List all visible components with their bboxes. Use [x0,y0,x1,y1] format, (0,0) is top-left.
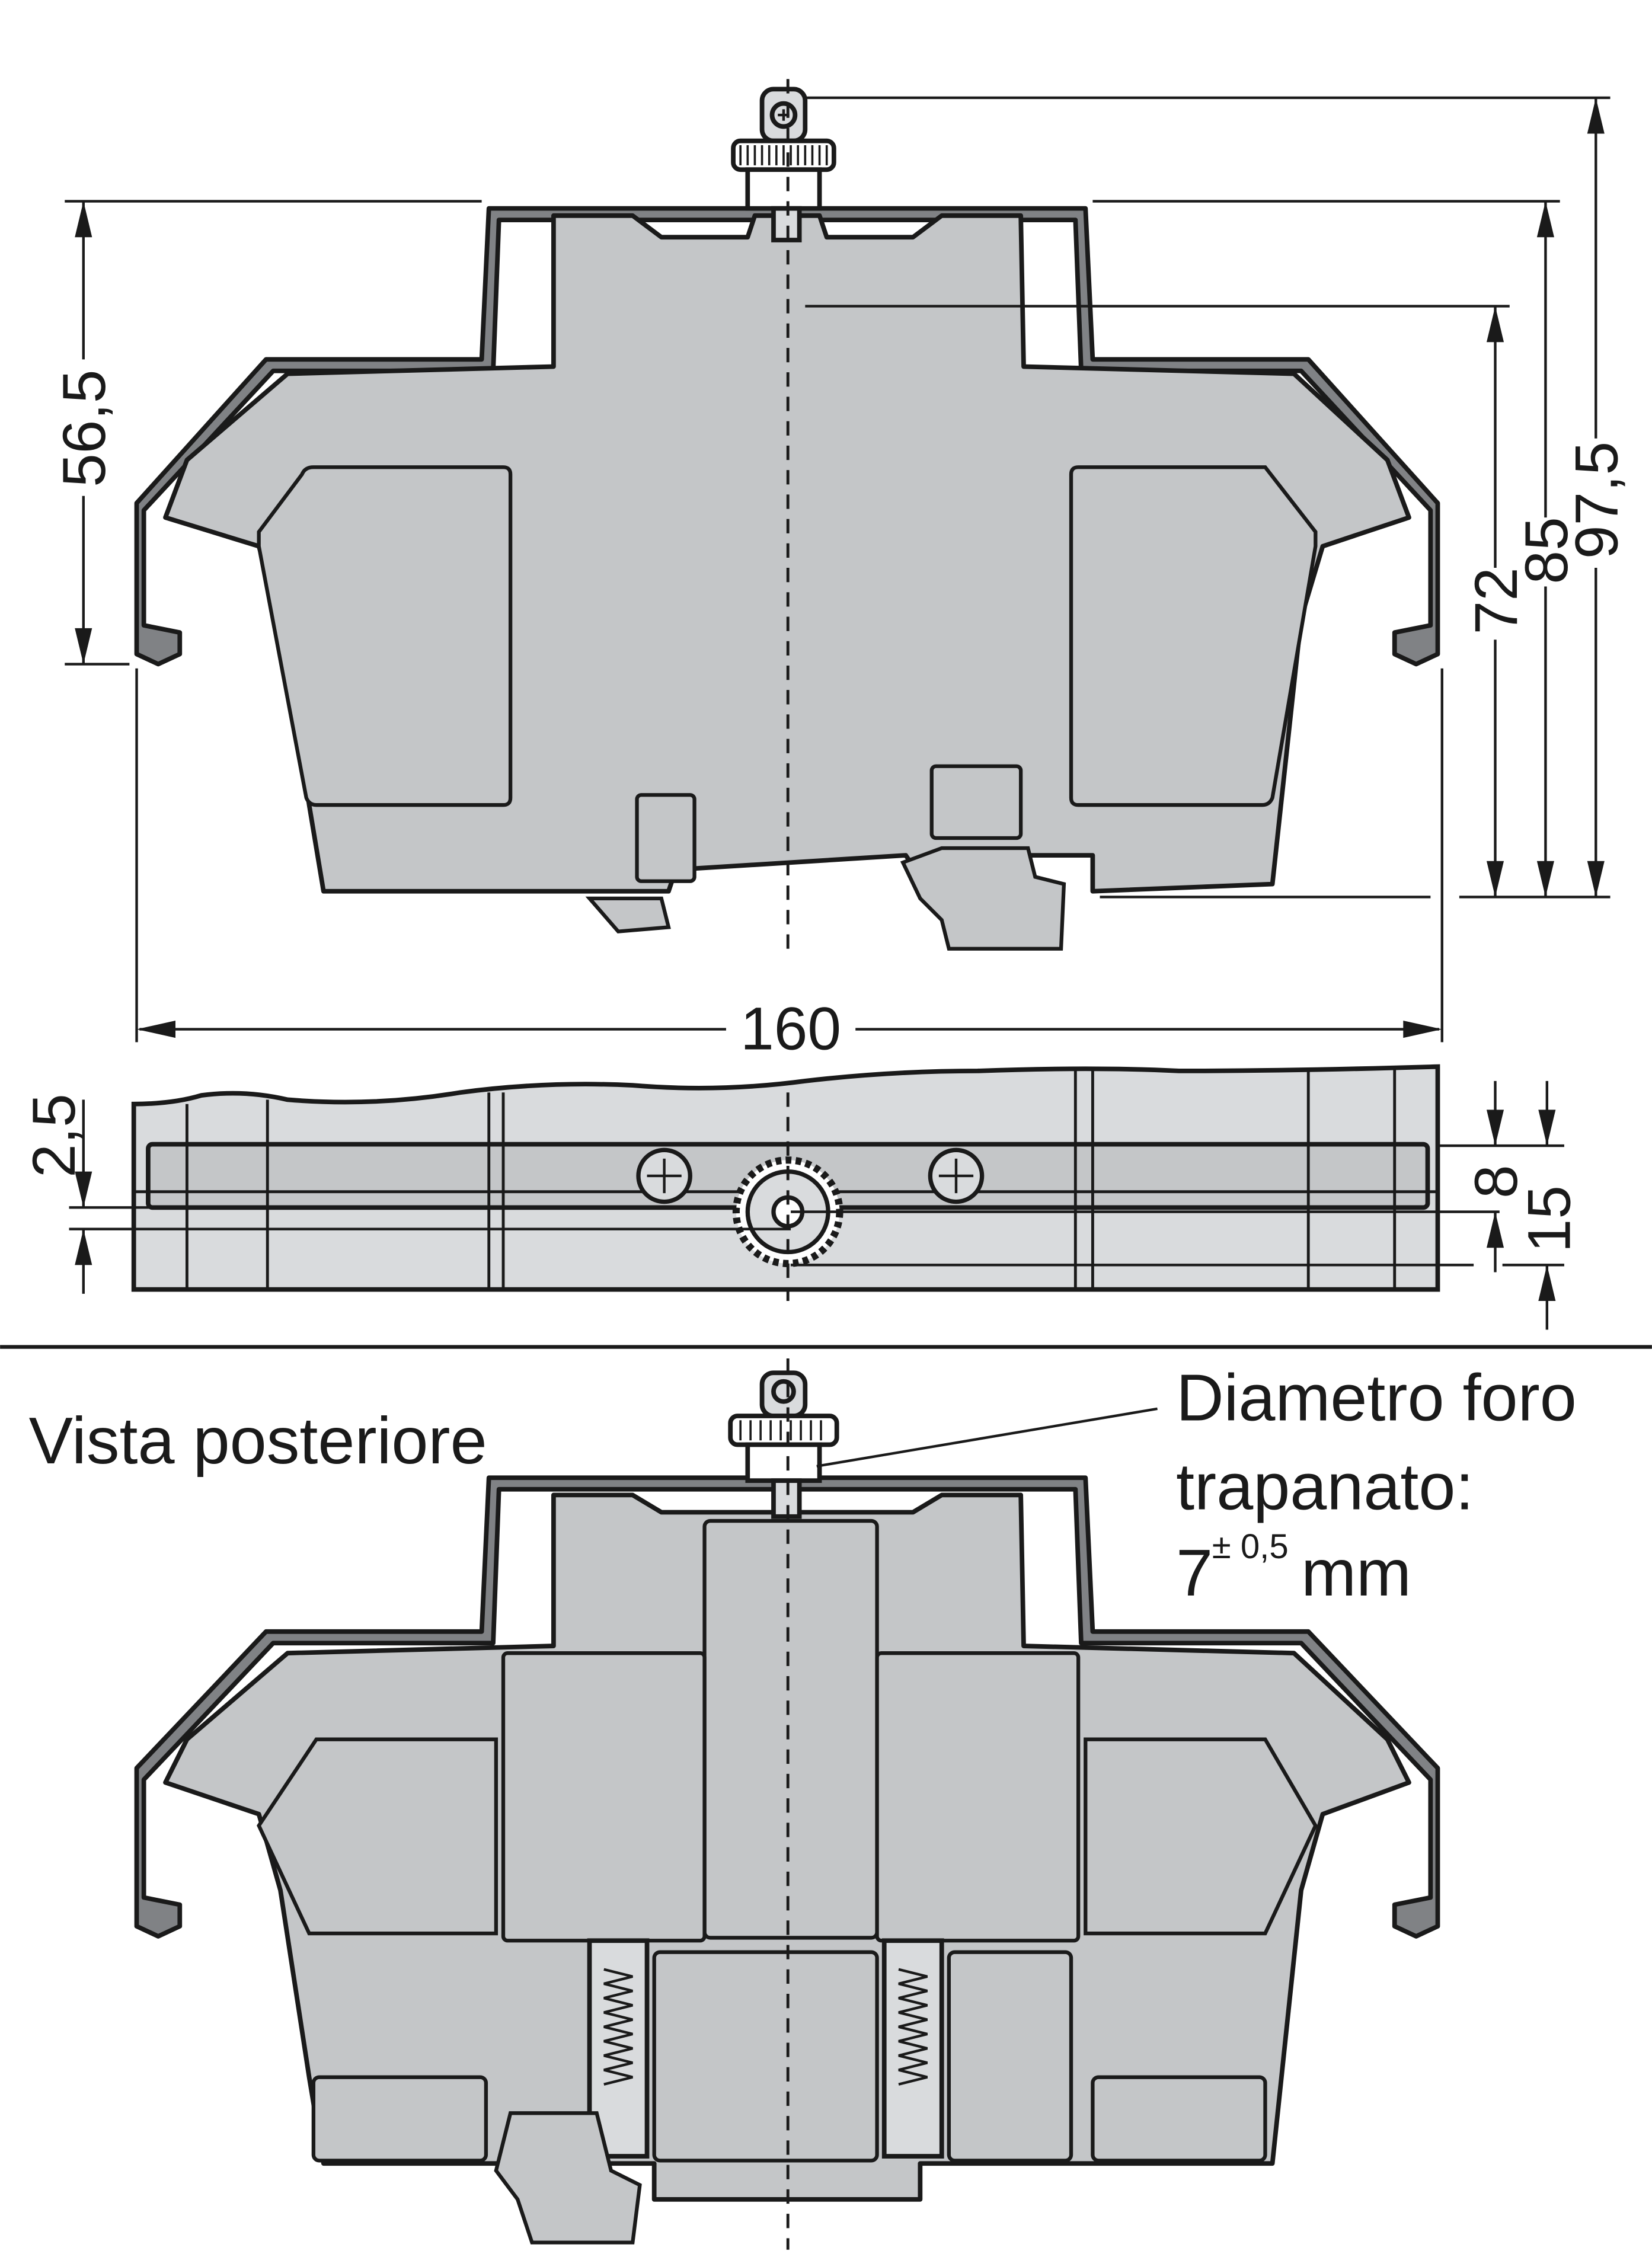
dim-depth-8: 8 [1462,1165,1530,1198]
rear-bottom-left-low [311,2075,488,2163]
rear-terminal-right [881,1938,944,2159]
knurled-wheel [732,1156,843,1267]
foot-tab [585,896,671,933]
side-screw-right [928,1147,985,1204]
rear-left-wing-panel [257,1737,499,1936]
rear-bottom-right-low [1091,2075,1267,2163]
rear-din-rail [134,1475,1440,1939]
side-screw-left [636,1147,692,1204]
din-rail [134,206,1440,667]
label-window [635,793,696,883]
front-view: 160 56,5 72 85 97,5 [50,79,1631,1063]
rear-bottom-center [652,1950,879,2163]
spring-latch [900,846,1066,951]
note-line-1: Diametro foro [1176,1360,1577,1434]
rear-center-panel [702,1518,879,1940]
dim-height-97-5: 97,5 [1563,442,1631,559]
rear-latch [494,2111,642,2245]
rear-right-column [875,1651,1081,1943]
dim-height-72: 72 [1462,567,1530,634]
rear-right-wing-panel [1084,1737,1318,1936]
rear-left-column [501,1651,707,1943]
note-value: 7 [1176,1536,1213,1610]
dim-height-56-5: 56,5 [50,370,118,487]
rear-view-title: Vista posteriore [29,1403,487,1478]
side-view: 2,5 8 15 [20,1064,1583,1330]
dim-depth-15: 15 [1516,1185,1583,1252]
rear-bottom-right [947,1950,1073,2163]
rear-knurled-screw [728,1370,839,1519]
rear-view: Vista posteriore [29,1358,1577,2250]
release-lever [929,764,1023,840]
note-unit: mm [1301,1536,1411,1610]
left-panel [257,465,513,807]
knurled-screw [731,87,836,242]
note-line-2: trapanato: [1176,1450,1474,1524]
dim-height-85: 85 [1513,517,1580,584]
note-tolerance: ± 0,5 [1212,1527,1289,1566]
right-panel [1069,465,1318,807]
dim-width: 160 [740,995,841,1063]
dim-offset-2-5: 2,5 [20,1094,88,1178]
